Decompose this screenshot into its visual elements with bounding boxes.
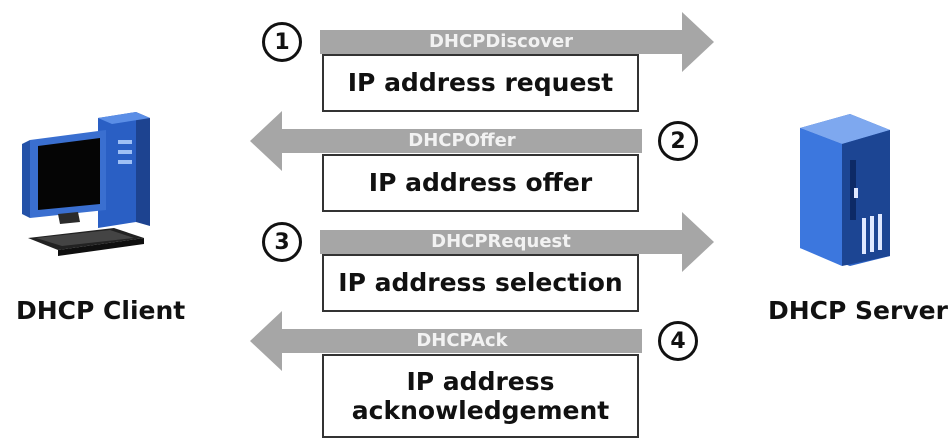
step-2-description: IP address offer bbox=[322, 154, 639, 212]
step-4-description: IP address acknowledgement bbox=[322, 354, 639, 438]
request-arrow bbox=[320, 212, 714, 272]
discover-arrow bbox=[320, 12, 714, 72]
client-label: DHCP Client bbox=[16, 296, 186, 325]
step-1-description: IP address request bbox=[322, 54, 639, 112]
discover-label: DHCPDiscover bbox=[428, 31, 574, 52]
offer-label: DHCPOffer bbox=[408, 130, 516, 151]
offer-arrow bbox=[250, 111, 642, 171]
step-3-description: IP address selection bbox=[322, 254, 639, 312]
ack-arrow bbox=[250, 311, 642, 371]
ack-label: DHCPAck bbox=[416, 330, 508, 351]
request-label: DHCPRequest bbox=[431, 231, 571, 252]
server-tower-icon bbox=[800, 114, 890, 266]
server-label: DHCP Server bbox=[768, 296, 948, 325]
step-2-badge: 2 bbox=[658, 121, 698, 161]
step-3-badge: 3 bbox=[262, 222, 302, 262]
step-4-badge: 4 bbox=[658, 321, 698, 361]
step-1-badge: 1 bbox=[262, 22, 302, 62]
desktop-computer-icon bbox=[22, 112, 150, 256]
